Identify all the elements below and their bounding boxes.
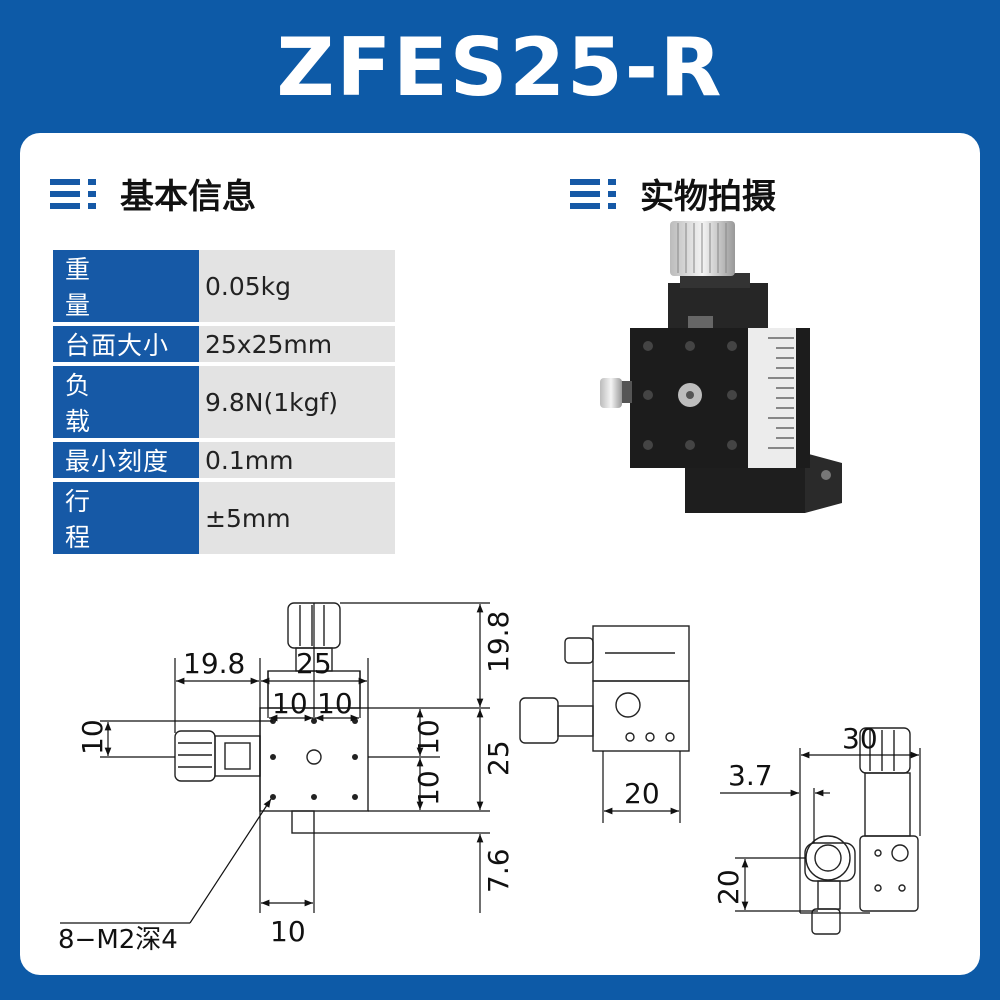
section-header-photo: 实物拍摄: [570, 169, 776, 218]
spec-key: 行 程: [53, 482, 199, 554]
table-row: 最小刻度 0.1mm: [53, 442, 395, 478]
spec-value: 25x25mm: [199, 326, 395, 362]
table-row: 负 载 9.8N(1kgf): [53, 366, 395, 438]
section-title-info: 基本信息: [120, 177, 256, 217]
dim-label: 3.7: [728, 759, 773, 792]
dim-label: 10: [412, 719, 445, 755]
spec-value: 9.8N(1kgf): [199, 366, 395, 438]
spec-value: 0.1mm: [199, 442, 395, 478]
spec-value: 0.05kg: [199, 250, 395, 322]
dim-label: 7.6: [482, 848, 515, 893]
dim-label: 10: [272, 687, 308, 720]
table-row: 重 量 0.05kg: [53, 250, 395, 322]
dim-label: 10: [412, 770, 445, 806]
dim-label: 30: [842, 722, 878, 755]
dim-label: 20: [624, 777, 660, 810]
section-title-photo: 实物拍摄: [640, 177, 776, 217]
content-card: 基本信息 实物拍摄 重 量 0.05kg 台面大小 25x25mm 负 载 9.…: [20, 133, 980, 975]
dim-label: 25: [296, 647, 332, 680]
spec-table: 重 量 0.05kg 台面大小 25x25mm 负 载 9.8N(1kgf) 最…: [53, 246, 395, 558]
dim-label: 10: [317, 687, 353, 720]
list-icon: [50, 178, 96, 209]
spec-key: 台面大小: [53, 326, 199, 362]
table-row: 行 程 ±5mm: [53, 482, 395, 554]
product-photo: [600, 221, 842, 513]
spec-value: ±5mm: [199, 482, 395, 554]
section-header-info: 基本信息: [50, 169, 256, 218]
hole-note: 8−M2深4: [58, 925, 178, 955]
spec-key: 重 量: [53, 250, 199, 322]
dim-label: 10: [270, 915, 306, 948]
dim-label: 25: [482, 740, 515, 776]
spec-key: 最小刻度: [53, 442, 199, 478]
dim-label: 19.8: [183, 647, 245, 680]
list-icon: [570, 178, 616, 209]
page-title: ZFES25-R: [276, 21, 724, 114]
dim-label: 20: [712, 869, 745, 905]
dim-label: 10: [76, 719, 109, 755]
dim-label: 19.8: [482, 611, 515, 673]
spec-key: 负 载: [53, 366, 199, 438]
dimension-drawing: 19.8 25 10 10 19.8 10 25 10 10 7.6 10 8−…: [58, 602, 921, 955]
table-row: 台面大小 25x25mm: [53, 326, 395, 362]
